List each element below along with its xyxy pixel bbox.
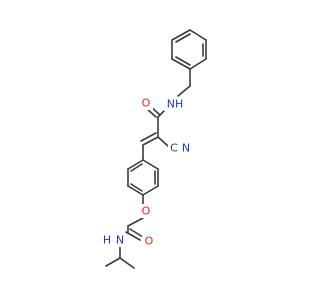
bond-line bbox=[171, 29, 191, 41]
bond-line bbox=[175, 33, 191, 43]
nitrile-carbon: C bbox=[170, 142, 178, 155]
bond-line bbox=[140, 132, 157, 142]
bond-line bbox=[129, 228, 144, 238]
bond-line bbox=[119, 257, 135, 269]
amide-nitrogen-bottom: N bbox=[116, 234, 124, 247]
nitrile-nitrogen: N bbox=[182, 142, 190, 155]
bond-line bbox=[189, 58, 207, 70]
atom-labels: O NH N C O O N H bbox=[101, 96, 192, 248]
bond-line bbox=[127, 185, 144, 196]
amide-oxygen-bottom: O bbox=[145, 235, 154, 248]
amide-oxygen-top: O bbox=[142, 97, 151, 110]
bond-line bbox=[125, 231, 141, 241]
structure-diagram: O NH N C O O N H bbox=[101, 29, 207, 269]
bond-line bbox=[189, 29, 207, 41]
amide-nh-top: NH bbox=[167, 98, 184, 111]
bond-line bbox=[127, 217, 144, 227]
bond-line bbox=[157, 136, 169, 147]
bond-line bbox=[177, 85, 191, 97]
ether-oxygen: O bbox=[142, 205, 151, 218]
bond-line bbox=[130, 163, 143, 172]
bond-line bbox=[105, 257, 121, 267]
bond-line bbox=[142, 185, 159, 196]
bond-line bbox=[127, 159, 144, 170]
bond-line bbox=[171, 58, 191, 70]
bond-line bbox=[175, 56, 191, 66]
bond-line bbox=[142, 159, 159, 170]
amide-hydrogen-bottom: H bbox=[103, 234, 111, 247]
bond-line bbox=[130, 183, 143, 192]
bond-line bbox=[142, 136, 159, 146]
